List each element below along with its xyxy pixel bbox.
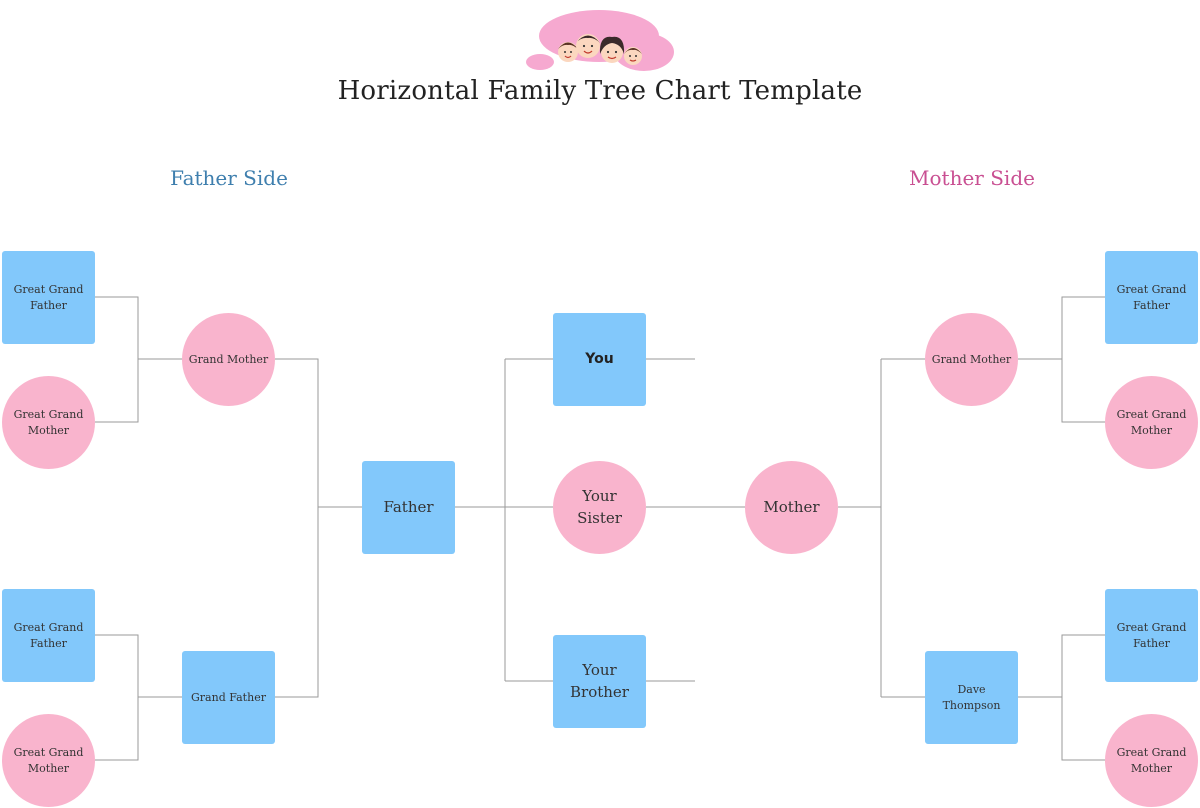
mother-great-grand-father-top[interactable]: Great Grand Father [1105,251,1198,344]
mother-node[interactable]: Mother [745,461,838,554]
node-label: Great Grand Father [13,620,84,650]
father-grand-father[interactable]: Grand Father [182,651,275,744]
father-grand-mother[interactable]: Grand Mother [182,313,275,406]
father-great-grand-mother-bottom[interactable]: Great Grand Mother [2,714,95,807]
node-label: You [585,351,614,368]
node-label: Grand Father [191,690,266,704]
father-great-grand-mother-top[interactable]: Great Grand Mother [2,376,95,469]
mother-great-grand-father-bottom[interactable]: Great Grand Father [1105,589,1198,682]
father-great-grand-father-top[interactable]: Great Grand Father [2,251,95,344]
father-node[interactable]: Father [362,461,455,554]
mother-grand-mother[interactable]: Grand Mother [925,313,1018,406]
node-label: Great Grand Father [1116,282,1187,312]
node-label: Great Grand Mother [1116,407,1187,437]
mother-grand-father[interactable]: Dave Thompson [925,651,1018,744]
mother-great-grand-mother-bottom[interactable]: Great Grand Mother [1105,714,1198,807]
node-label: Great Grand Mother [13,407,84,437]
node-label: Grand Mother [188,352,269,366]
father-great-grand-father-bottom[interactable]: Great Grand Father [2,589,95,682]
mother-great-grand-mother-top[interactable]: Great Grand Mother [1105,376,1198,469]
node-label: Your Sister [577,486,622,527]
page-title: Horizontal Family Tree Chart Template [337,76,863,106]
node-label: Grand Mother [931,352,1012,366]
family-faces-icon [526,10,674,71]
node-label: Your Brother [570,660,629,701]
node-label: Mother [763,497,820,516]
node-label: Great Grand Mother [1116,745,1187,775]
father-side-label: Father Side [170,166,288,190]
mother-side-label: Mother Side [909,166,1035,190]
node-label: Dave Thompson [942,682,1001,712]
node-label: Great Grand Mother [13,745,84,775]
brother-node[interactable]: Your Brother [553,635,646,728]
you-node[interactable]: You [553,313,646,406]
sister-node[interactable]: Your Sister [553,461,646,554]
node-label: Father [383,497,434,516]
node-label: Great Grand Father [13,282,84,312]
node-label: Great Grand Father [1116,620,1187,650]
